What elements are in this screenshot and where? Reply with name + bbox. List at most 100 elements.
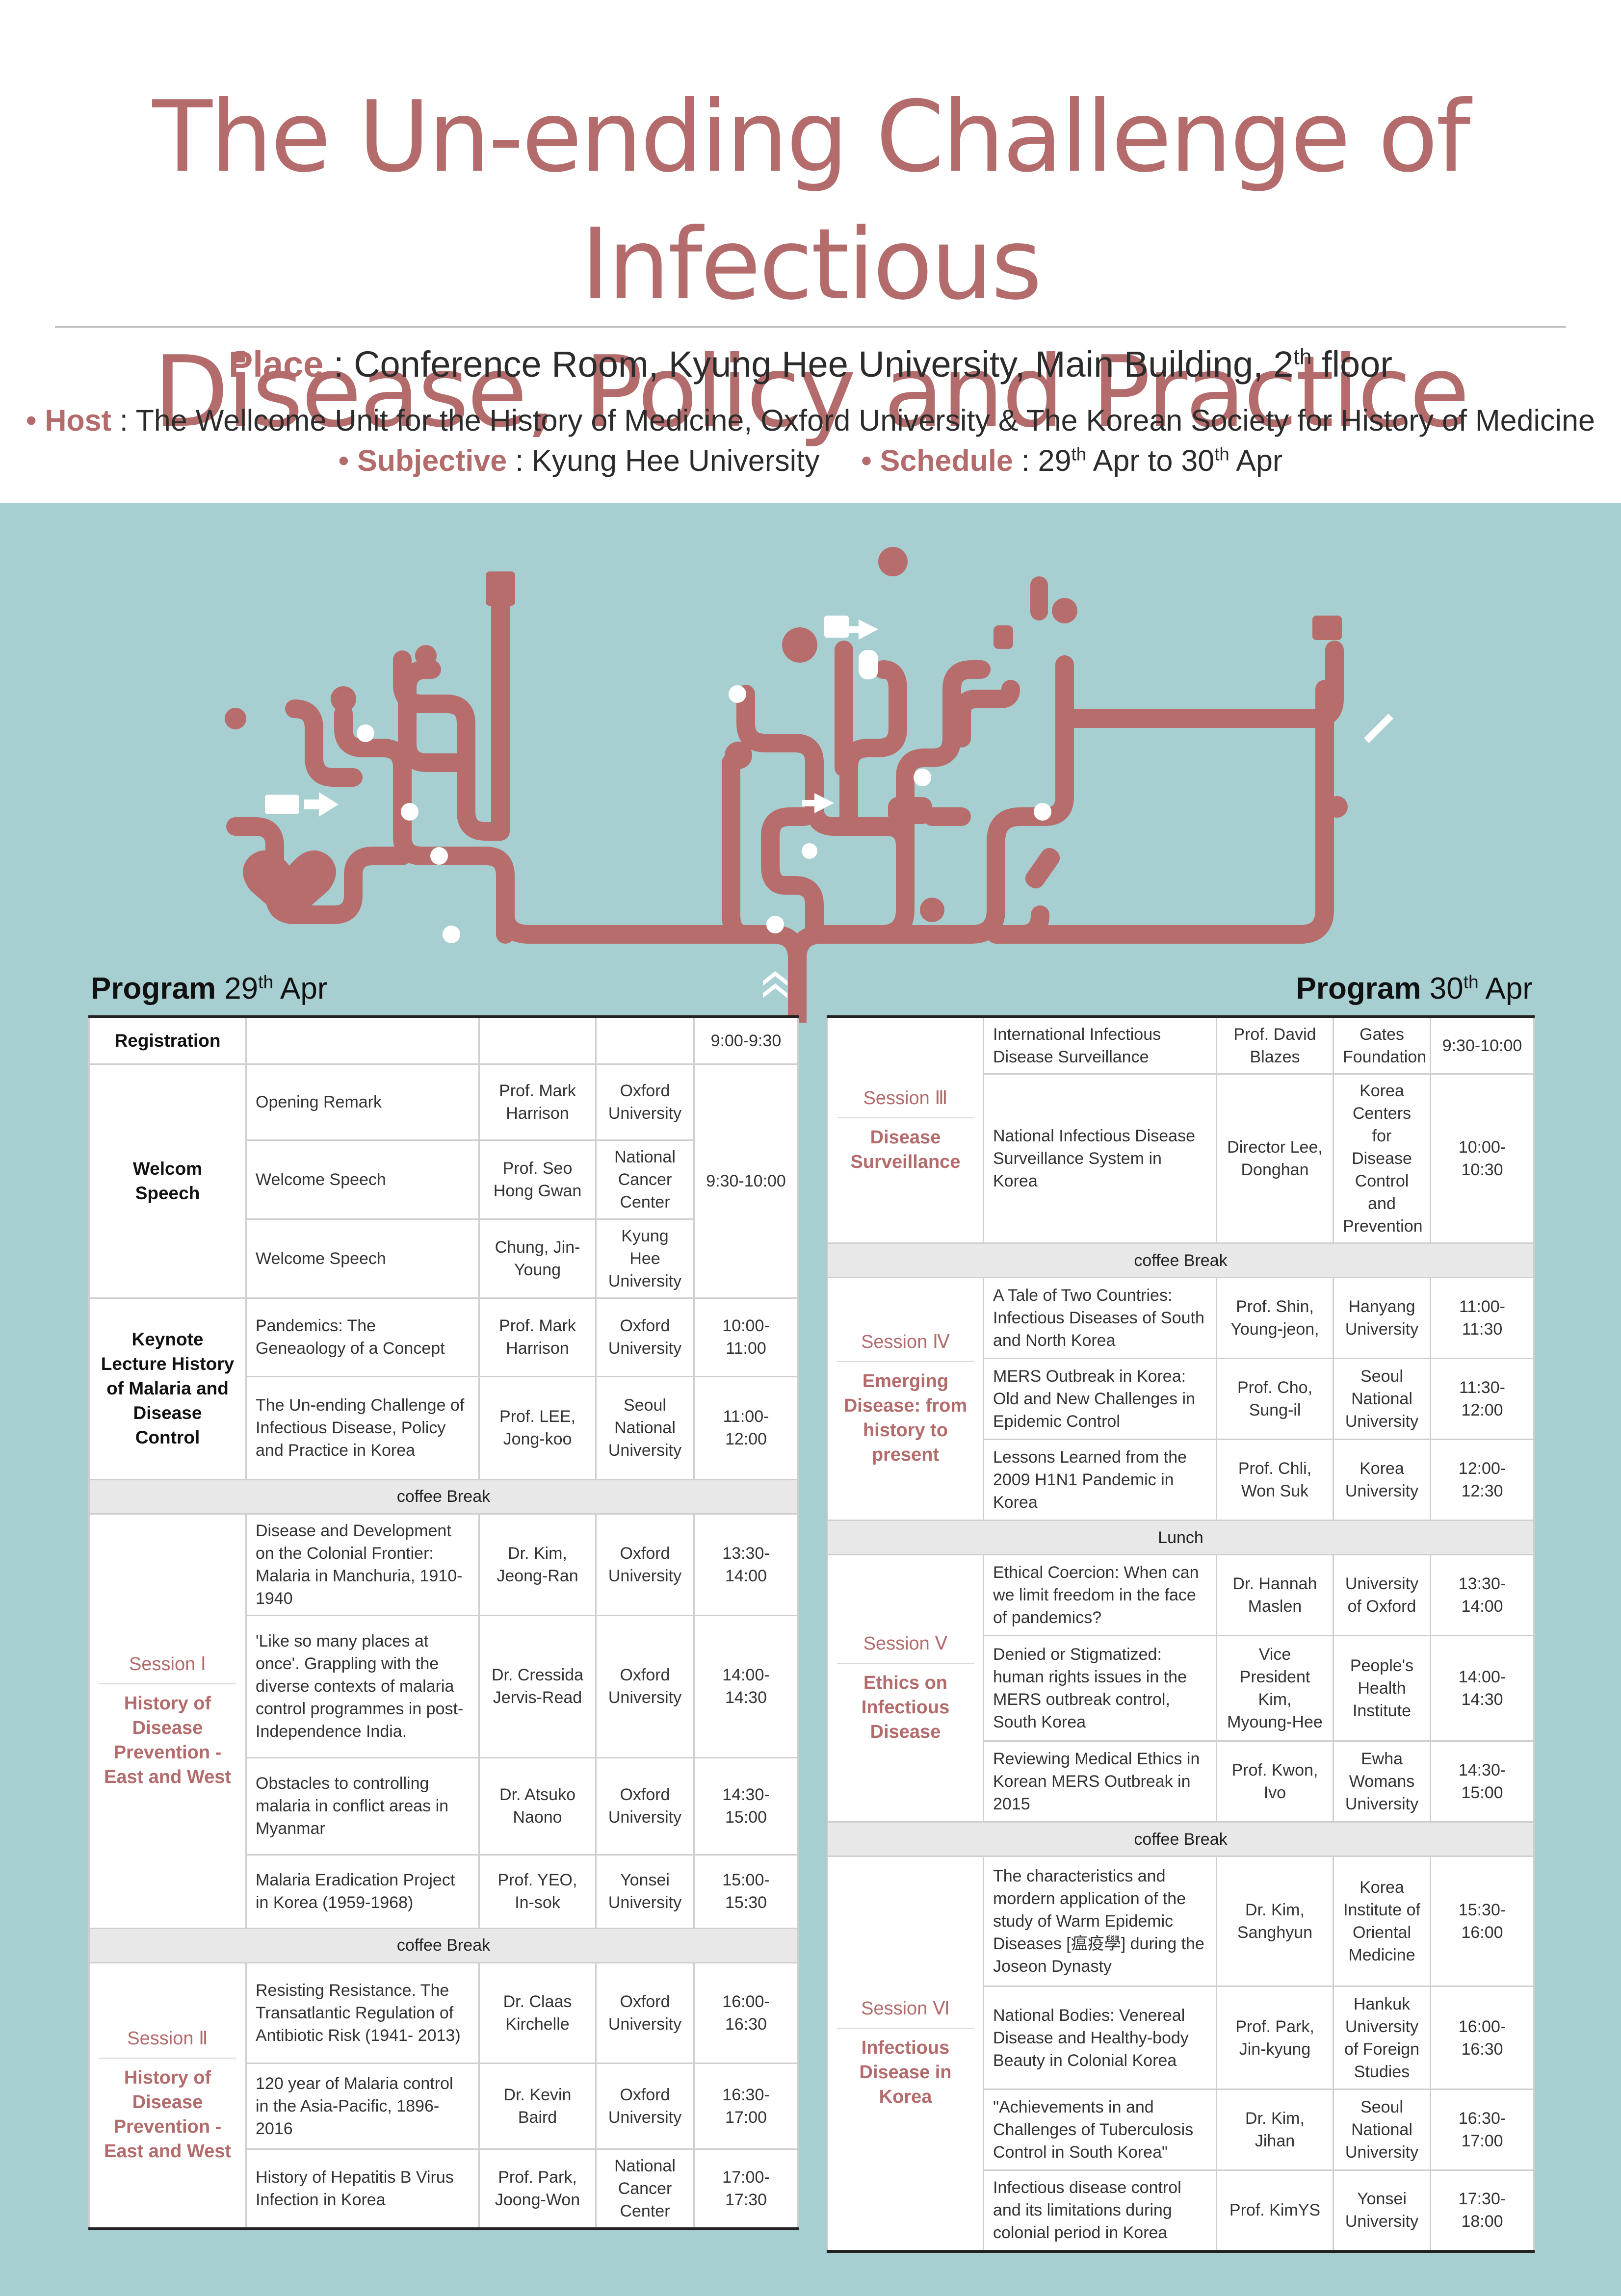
speaker: Prof. KimYS xyxy=(1216,2169,1334,2252)
session-label: Session Ⅲ xyxy=(863,1087,948,1109)
speaker: Dr. Kim, Jeong-Ran xyxy=(478,1513,597,1616)
tree-branch xyxy=(761,807,824,944)
program-date-tail: Apr xyxy=(273,972,328,1006)
break-label: coffee Break xyxy=(827,1242,1535,1278)
organization: Korea Centers for Disease Control and Pr… xyxy=(1333,1073,1431,1244)
medical-tree-illustration xyxy=(225,547,1393,1023)
organization: National Cancer Center xyxy=(595,1139,695,1220)
arrow-left-icon xyxy=(802,793,834,813)
arrow-left-icon xyxy=(846,619,878,640)
bullet: • xyxy=(861,444,872,477)
organization: Oxford University xyxy=(595,2062,695,2150)
organization: Hankuk University of Foreign Studies xyxy=(1333,1986,1431,2090)
talk-title: The Un-ending Challenge of Infectious Di… xyxy=(245,1375,480,1480)
session-title: History of Disease Prevention - East and… xyxy=(104,1693,232,1787)
talk-title: Disease and Development on the Colonial … xyxy=(245,1513,480,1616)
program-date-tail: Apr xyxy=(1478,972,1533,1006)
apple-icon xyxy=(725,742,752,769)
tree-branch xyxy=(334,704,515,944)
talk-title: "Achievements in and Challenges of Tuber… xyxy=(983,2089,1217,2171)
speaker: Prof. Cho, Sung-il xyxy=(1216,1358,1334,1440)
speaker: Dr. Claas Kirchelle xyxy=(478,1961,597,2064)
table-row: Malaria Eradication Project in Korea (19… xyxy=(89,1854,799,1929)
talk-title: National Bodies: Venereal Disease and He… xyxy=(983,1986,1217,2090)
table-row: Keynote Lecture History of Malaria and D… xyxy=(88,1297,799,1480)
stopwatch-icon xyxy=(782,627,817,663)
tree-branch xyxy=(226,817,412,924)
bullet: • xyxy=(26,404,37,437)
person-icon xyxy=(357,724,374,742)
session-divider xyxy=(837,2028,974,2029)
talk-time: 10:00-11:00 xyxy=(693,1297,799,1377)
session-label: Session Ⅵ xyxy=(861,1998,950,2019)
doctor-icon xyxy=(1326,796,1348,818)
minus-icon xyxy=(1052,598,1077,623)
poster-header: The Un-ending Challenge of Infectious Di… xyxy=(0,0,1621,503)
bandage-icon xyxy=(1025,848,1060,889)
talk-title: Reviewing Medical Ethics in Korean MERS … xyxy=(983,1740,1217,1823)
program-day2-heading: Program 30th Apr xyxy=(1296,971,1533,1006)
program-label: Program xyxy=(91,972,216,1006)
tree-branch xyxy=(393,650,510,841)
place-label: Place xyxy=(229,344,324,385)
syringe-icon xyxy=(1364,714,1393,743)
program-date: 30 xyxy=(1421,972,1464,1006)
calendar-icon xyxy=(824,616,849,638)
chevron-up-icon xyxy=(763,971,787,986)
program-date-sup: th xyxy=(258,971,274,992)
table-row: Session Ⅰ History of Disease Prevention … xyxy=(88,1513,799,1929)
break-row: Lunch xyxy=(827,1520,1535,1555)
talk-time: 17:00-17:30 xyxy=(693,2148,799,2229)
organization: Oxford University xyxy=(595,1297,695,1377)
session-2-cell: Session Ⅱ History of Disease Prevention … xyxy=(88,1961,247,2229)
place-sup: th xyxy=(1293,345,1312,369)
title-line-1: The Un-ending Challenge of Infectious xyxy=(152,80,1471,322)
schedule-sup-b: th xyxy=(1214,444,1229,464)
title-divider xyxy=(55,326,1566,328)
weight-icon xyxy=(994,625,1013,649)
talk-time: 13:30-14:00 xyxy=(693,1513,799,1616)
talk-title: Ethical Coercion: When can we limit free… xyxy=(983,1554,1217,1636)
talk-title: Obstacles to controlling malaria in conf… xyxy=(245,1756,480,1856)
organization: Kyung Hee University xyxy=(595,1218,695,1299)
table-row: Session Ⅲ Disease Surveillance Internati… xyxy=(827,1016,1535,1244)
talk-time: 16:00-16:30 xyxy=(693,1961,799,2064)
program-date: 29 xyxy=(215,972,259,1006)
registration-label: Registration xyxy=(88,1016,247,1065)
talk-title: Denied or Stigmatized: human rights issu… xyxy=(983,1635,1217,1742)
program-date-sup: th xyxy=(1463,971,1479,992)
talk-time: 15:00-15:30 xyxy=(693,1854,799,1929)
organization: Gates Foundation xyxy=(1333,1016,1431,1075)
talk-title: Welcome Speech xyxy=(245,1139,480,1220)
organization: Oxford University xyxy=(595,1756,695,1856)
bed-icon xyxy=(265,795,299,814)
speaker: Dr. Hannah Maslen xyxy=(1216,1554,1334,1636)
place-value: : Conference Room, Kyung Hee University,… xyxy=(323,344,1294,385)
speaker: Prof. YEO, In-sok xyxy=(478,1854,597,1929)
talk-time: 15:30-16:00 xyxy=(1430,1856,1535,1987)
talk-title: Malaria Eradication Project in Korea (19… xyxy=(245,1854,480,1929)
speaker: Prof. Park, Jin-kyung xyxy=(1216,1986,1334,2090)
nurse-icon xyxy=(766,916,784,933)
tooth-icon xyxy=(859,650,878,679)
organization: Seoul National University xyxy=(1333,1358,1431,1440)
organization: Hanyang University xyxy=(1333,1277,1431,1359)
speaker: Dr. Atsuko Naono xyxy=(478,1756,597,1856)
organization: Korea Institute of Oriental Medicine xyxy=(1333,1856,1431,1987)
magnifier-icon xyxy=(415,645,437,667)
table-row: "Achievements in and Challenges of Tuber… xyxy=(828,2089,1535,2171)
talk-title: The characteristics and mordern applicat… xyxy=(983,1856,1217,1987)
tree-branch xyxy=(1055,641,1344,728)
nurse-icon xyxy=(914,769,931,786)
program-day1-heading: Program 29th Apr xyxy=(91,971,327,1006)
doctor-icon xyxy=(1034,803,1051,821)
talk-time: 16:30-17:00 xyxy=(693,2062,799,2150)
talk-time: 13:30-14:00 xyxy=(1430,1554,1535,1636)
lunch-label: Lunch xyxy=(827,1520,1535,1555)
first-aid-icon xyxy=(1312,616,1342,640)
tree-branch xyxy=(1011,778,1334,944)
table-row: Denied or Stigmatized: human rights issu… xyxy=(828,1635,1535,1742)
people-icon xyxy=(802,843,817,859)
talk-title: Pandemics: The Geneaology of a Concept xyxy=(245,1297,480,1377)
clipboard-icon xyxy=(486,571,515,606)
